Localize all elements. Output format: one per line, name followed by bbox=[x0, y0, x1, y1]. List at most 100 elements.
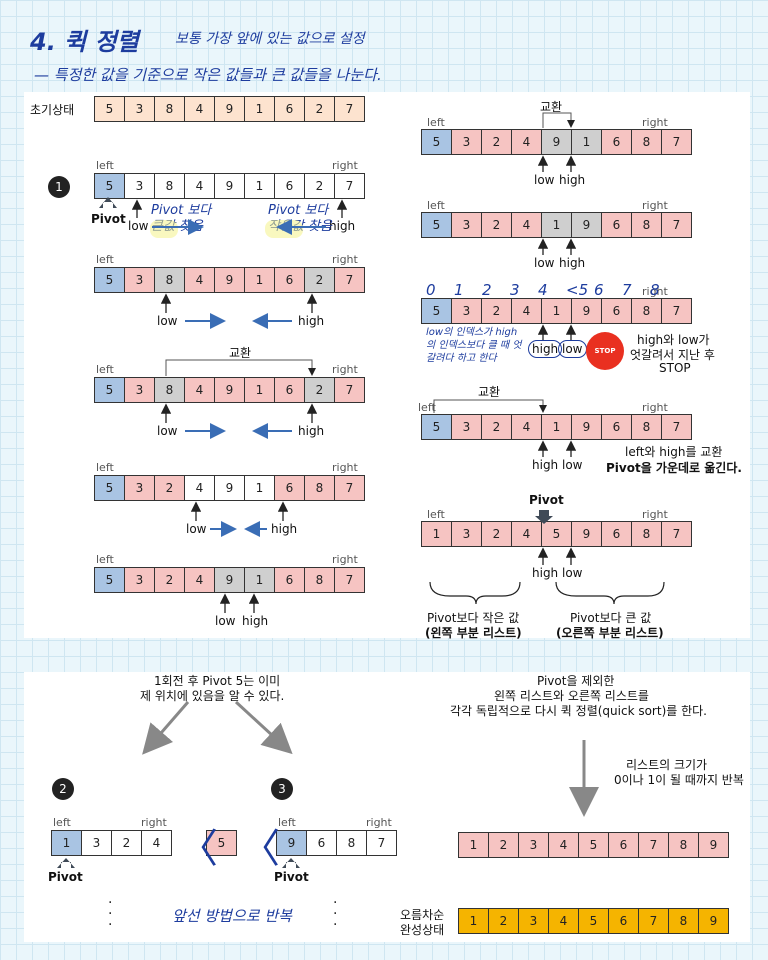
size-note: 0이나 1이 될 때까지 반복 bbox=[614, 773, 744, 787]
left-label: left bbox=[96, 363, 114, 376]
array-cell: 6 bbox=[608, 908, 639, 934]
recur-note: 왼쪽 리스트와 오른쪽 리스트를 bbox=[494, 689, 649, 703]
array-cell: 4 bbox=[141, 830, 172, 856]
pivot-label: Pivot bbox=[91, 212, 126, 226]
array-cell: 1 bbox=[244, 267, 275, 293]
array-cell: 6 bbox=[601, 298, 632, 324]
array-cell: 2 bbox=[488, 908, 519, 934]
pivot-label: Pivot bbox=[274, 870, 309, 884]
highlight bbox=[150, 220, 178, 238]
array-cell: 1 bbox=[421, 521, 452, 547]
array-cell: 6 bbox=[274, 267, 305, 293]
array-cell: 7 bbox=[638, 832, 669, 858]
array-cell: 7 bbox=[661, 414, 692, 440]
array-cell: 5 bbox=[206, 830, 237, 856]
array-cell: 7 bbox=[661, 298, 692, 324]
low-label: low bbox=[215, 614, 236, 628]
ellipsis: ··· bbox=[333, 895, 338, 933]
low-label: low bbox=[562, 458, 583, 472]
right-label: right bbox=[642, 285, 668, 298]
array-cell: 3 bbox=[124, 567, 155, 593]
array-cell: 6 bbox=[306, 830, 337, 856]
array-cell: 4 bbox=[511, 129, 542, 155]
bottom-left-panel bbox=[24, 672, 414, 942]
array-cell: 9 bbox=[214, 173, 245, 199]
done-label: 오름차순 bbox=[400, 908, 445, 922]
right-part-label: Pivot보다 큰 값 bbox=[570, 611, 652, 625]
array-cell: 2 bbox=[481, 212, 512, 238]
array-cell: 6 bbox=[601, 414, 632, 440]
array-cell: 9 bbox=[214, 567, 245, 593]
right-label: right bbox=[642, 116, 668, 129]
array-cell: 3 bbox=[124, 475, 155, 501]
right-part-label: (오른쪽 부분 리스트) bbox=[556, 626, 664, 640]
right-label: right bbox=[141, 816, 167, 829]
array-cell: 8 bbox=[631, 414, 662, 440]
stop-desc: STOP bbox=[659, 361, 691, 375]
array-cell: 2 bbox=[488, 832, 519, 858]
array-cell: 1 bbox=[541, 298, 572, 324]
array-cell: 9 bbox=[214, 377, 245, 403]
array-cell: 4 bbox=[511, 298, 542, 324]
high-label: high bbox=[242, 614, 269, 628]
array-cell: 1 bbox=[244, 567, 275, 593]
array-cell: 4 bbox=[511, 414, 542, 440]
array-cell: 5 bbox=[94, 475, 125, 501]
array-cell: 7 bbox=[334, 96, 365, 122]
array-cell: 7 bbox=[334, 267, 365, 293]
array-cell: 7 bbox=[334, 567, 365, 593]
array-cell: 8 bbox=[668, 832, 699, 858]
array-cell: 1 bbox=[51, 830, 82, 856]
array-cell: 5 bbox=[541, 521, 572, 547]
array-cell: 2 bbox=[304, 377, 335, 403]
low-label: low bbox=[157, 314, 178, 328]
array-cell: 2 bbox=[304, 173, 335, 199]
low-label: low bbox=[534, 173, 555, 187]
bracket: 〈 bbox=[240, 826, 280, 872]
low-label: low bbox=[157, 424, 178, 438]
index-number: 0 bbox=[426, 281, 436, 299]
array-cell: 7 bbox=[661, 521, 692, 547]
array-cell: 8 bbox=[304, 475, 335, 501]
array-cell: 4 bbox=[511, 212, 542, 238]
done-label: 완성상태 bbox=[400, 923, 445, 937]
pivot-label: Pivot bbox=[529, 493, 564, 507]
swap-desc: Pivot을 가운데로 옮긴다. bbox=[606, 461, 742, 475]
array-cell: 5 bbox=[421, 414, 452, 440]
step-3-badge: 3 bbox=[271, 778, 293, 800]
array-cell: 5 bbox=[94, 96, 125, 122]
right-label: right bbox=[332, 253, 358, 266]
array-cell: 5 bbox=[94, 173, 125, 199]
array-cell: 6 bbox=[274, 96, 305, 122]
high-label: high bbox=[298, 424, 325, 438]
array-cell: 6 bbox=[274, 475, 305, 501]
left-part-label: (왼쪽 부분 리스트) bbox=[425, 626, 522, 640]
array-cell: 5 bbox=[578, 832, 609, 858]
array-cell: 4 bbox=[548, 908, 579, 934]
page-subtitle: — 특정한 값을 기준으로 작은 값들과 큰 값들을 나눈다. bbox=[34, 66, 382, 84]
array-cell: 1 bbox=[244, 377, 275, 403]
array-cell: 4 bbox=[184, 567, 215, 593]
array-cell: 2 bbox=[154, 567, 185, 593]
left-label: left bbox=[427, 116, 445, 129]
array-cell: 3 bbox=[451, 212, 482, 238]
swap-label: 교환 bbox=[229, 346, 252, 360]
array-cell: 5 bbox=[94, 377, 125, 403]
right-label: right bbox=[366, 816, 392, 829]
size-note: 리스트의 크기가 bbox=[626, 758, 708, 772]
array-cell: 8 bbox=[631, 298, 662, 324]
low-label: low bbox=[128, 219, 149, 233]
array-cell: 3 bbox=[124, 377, 155, 403]
array-cell: 3 bbox=[451, 521, 482, 547]
array-cell: 3 bbox=[451, 129, 482, 155]
